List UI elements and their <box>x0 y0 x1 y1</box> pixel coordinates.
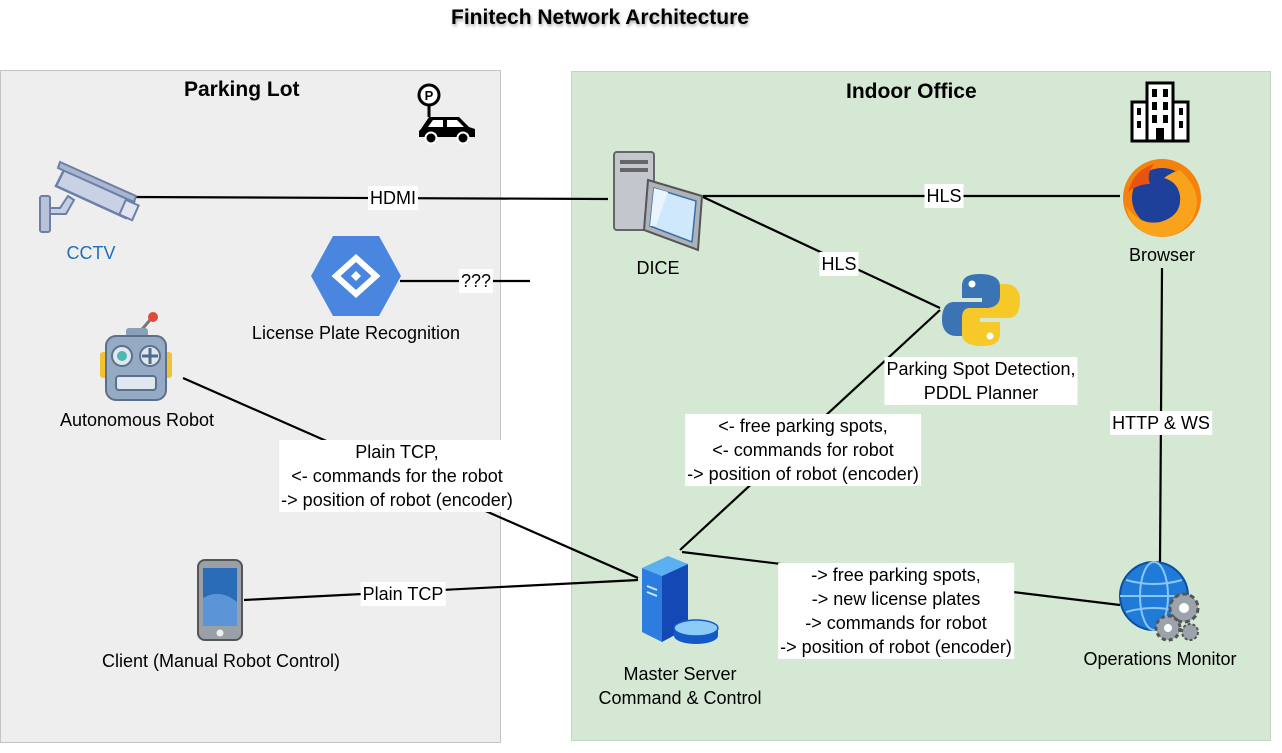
node-label-lpr: License Plate Recognition <box>251 323 461 343</box>
edge-label-line: -> commands for robot <box>805 613 987 633</box>
node-label-line: PDDL Planner <box>923 383 1039 403</box>
edge-label-http-ws: HTTP & WS <box>1110 411 1212 435</box>
edge-label-line: -> position of robot (encoder) <box>687 464 919 484</box>
python-icon <box>942 274 1020 346</box>
node-label-dice: DICE <box>636 258 680 278</box>
cctv-camera-icon <box>39 160 140 233</box>
computer-icon <box>613 151 704 252</box>
edge-label-line: -> position of robot (encoder) <box>780 637 1012 657</box>
globe-gears-icon <box>1119 561 1200 642</box>
edge-label-line: -> new license plates <box>811 589 981 609</box>
node-label-robot: Autonomous Robot <box>59 410 215 430</box>
node-label-line: Parking Spot Detection, <box>886 359 1076 379</box>
edge-label-master-ops: -> free parking spots, -> new license pl… <box>778 563 1014 659</box>
node-label-cctv: CCTV <box>66 243 116 263</box>
building-icon <box>1130 81 1190 143</box>
svg-text:P: P <box>425 88 434 103</box>
zone-title-parking-lot: Parking Lot <box>184 78 300 101</box>
node-label-psd: Parking Spot Detection, PDDL Planner <box>884 357 1078 405</box>
robot-icon <box>100 312 172 401</box>
edge-label-unknown: ??? <box>458 269 494 293</box>
edge-label-line: -> free parking spots, <box>811 565 981 585</box>
edge-label-hls-browser: HLS <box>924 184 964 208</box>
node-label-client: Client (Manual Robot Control) <box>101 651 341 671</box>
edge-label-client-master: Plain TCP <box>360 582 446 606</box>
tablet-icon <box>197 559 243 641</box>
zone-title-indoor-office: Indoor Office <box>846 80 977 103</box>
firefox-icon <box>1123 159 1201 237</box>
node-label-ops: Operations Monitor <box>1083 649 1237 669</box>
diagram-title: Finitech Network Architecture <box>451 6 749 29</box>
node-label-line: Command & Control <box>598 688 762 708</box>
server-icon <box>642 556 719 644</box>
edge-label-line: <- commands for the robot <box>291 466 503 486</box>
edge-label-line: <- commands for robot <box>712 440 894 460</box>
edge-label-hls-psd: HLS <box>819 252 859 276</box>
edge-label-robot-master: Plain TCP, <- commands for the robot -> … <box>279 440 515 512</box>
edge-label-hdmi: HDMI <box>368 186 418 210</box>
edge-label-line: <- free parking spots, <box>718 416 888 436</box>
google-cloud-vision-icon <box>311 236 401 316</box>
edge-label-psd-master: <- free parking spots, <- commands for r… <box>685 414 921 486</box>
edge-label-line: -> position of robot (encoder) <box>281 490 513 510</box>
parking-car-icon: P <box>417 83 475 145</box>
node-label-master: Master Server Command & Control <box>598 662 761 710</box>
node-label-line: Master Server <box>623 664 737 684</box>
node-label-browser: Browser <box>1128 245 1196 265</box>
edge-label-line: Plain TCP, <box>355 442 439 462</box>
